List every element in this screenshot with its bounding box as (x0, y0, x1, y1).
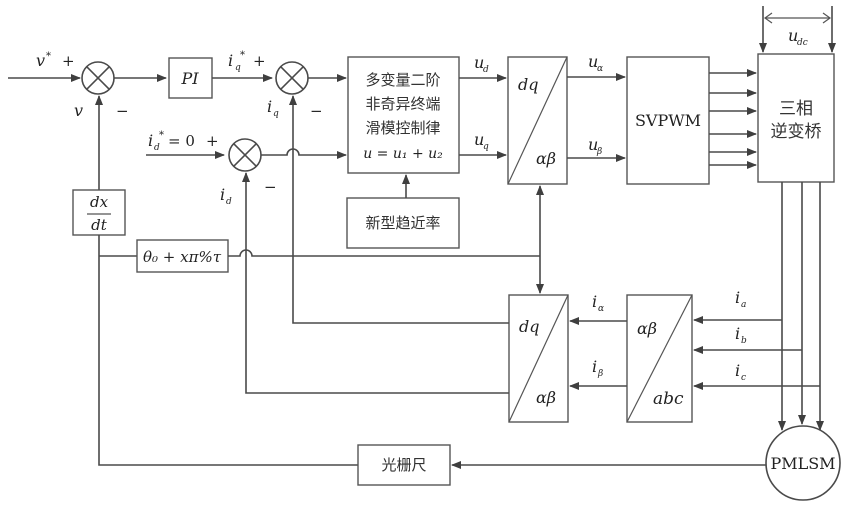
smc-line-3: 滑模控制律 (365, 119, 440, 137)
ubeta-sub: β (596, 147, 602, 157)
smc-line-1: 多变量二阶 (365, 71, 440, 89)
reaching-law-block: 新型趋近率 (347, 198, 459, 248)
park-top-label: dq (519, 317, 539, 336)
ualpha-sub: α (597, 64, 603, 74)
derivative-numerator: dx (90, 193, 109, 211)
ud-sub: d (483, 65, 489, 75)
id-ref-sub: d (154, 143, 160, 153)
ialpha-sub: α (598, 304, 604, 314)
speed-plus-sign: + (62, 52, 75, 70)
angle-formula: θ₀ + xπ%τ (143, 248, 222, 266)
id-ref-sup: * (159, 130, 164, 141)
speed-minus-sign: − (116, 102, 129, 120)
udc-sub: dc (797, 38, 808, 48)
encoder-label: 光栅尺 (381, 456, 426, 474)
smc-line-2: 非奇异终端 (365, 95, 440, 113)
derivative-block: dx dt (73, 190, 125, 235)
id-summing-junction (229, 139, 261, 171)
pwm-signal-lines (709, 73, 756, 165)
udc-dimension-arrow (765, 13, 830, 23)
clarke-bottom-label: abc (653, 389, 684, 409)
ib-label: i (735, 324, 740, 343)
svpwm-block: SVPWM (627, 57, 709, 184)
ic-label: i (735, 361, 740, 380)
smc-control-law-block: 多变量二阶 非奇异终端 滑模控制律 u = u₁ + u₂ (348, 57, 459, 173)
ia-label: i (735, 288, 740, 307)
park-bottom-label: αβ (536, 388, 556, 407)
id-ref-value: = 0 (168, 132, 195, 150)
ic-sub: c (741, 373, 746, 383)
ia-sub: a (741, 300, 746, 310)
id-error-line (261, 149, 346, 155)
pmlsm-motor: PMLSM (766, 426, 840, 500)
iq-feedback-label: i (267, 97, 272, 116)
pi-label: PI (180, 69, 199, 88)
iq-summing-junction (276, 62, 308, 94)
v-ref-label: v (36, 51, 45, 70)
inverter-line-2: 逆变桥 (771, 122, 822, 142)
clarke-transform-block: αβ abc (627, 295, 692, 422)
park-transform-block: dq αβ (509, 295, 568, 422)
inverse-park-top-label: dq (518, 75, 538, 94)
id-minus-sign: − (264, 178, 277, 196)
electrical-angle-block: θ₀ + xπ%τ (137, 240, 228, 272)
speed-summing-junction (82, 62, 114, 94)
id-feedback-sub: d (226, 197, 232, 207)
encoder-block: 光栅尺 (358, 445, 450, 485)
svpwm-label: SVPWM (635, 111, 701, 130)
pi-controller-block: PI (169, 58, 212, 98)
id-ref-label: i (148, 131, 153, 150)
iq-minus-sign: − (310, 102, 323, 120)
reaching-law-label: 新型趋近率 (365, 214, 440, 232)
iq-ref-sub: q (235, 63, 241, 73)
three-phase-inverter-block: 三相 逆变桥 (758, 54, 834, 182)
smc-equation: u = u₁ + u₂ (363, 146, 443, 162)
ibeta-sub: β (597, 369, 603, 379)
theta-line (228, 250, 540, 256)
inverse-park-transform-block: dq αβ (508, 57, 567, 184)
id-plus-sign: + (206, 132, 219, 150)
iq-plus-sign: + (253, 52, 266, 70)
inverter-line-1: 三相 (779, 99, 813, 119)
iq-feedback-sub: q (273, 109, 279, 119)
iq-ref-sup: * (240, 50, 245, 61)
id-feedback-label: i (220, 185, 225, 204)
motor-label: PMLSM (770, 454, 835, 473)
iq-ref-label: i (228, 51, 233, 70)
clarke-top-label: αβ (637, 319, 657, 338)
derivative-denominator: dt (91, 216, 108, 234)
v-ref-sup: * (46, 51, 51, 62)
v-feedback-label: v (74, 101, 83, 120)
uq-sub: q (483, 142, 489, 152)
ib-sub: b (741, 336, 747, 346)
inverse-park-bottom-label: αβ (536, 149, 556, 168)
ibeta-label: i (592, 357, 597, 376)
ialpha-label: i (592, 292, 597, 311)
